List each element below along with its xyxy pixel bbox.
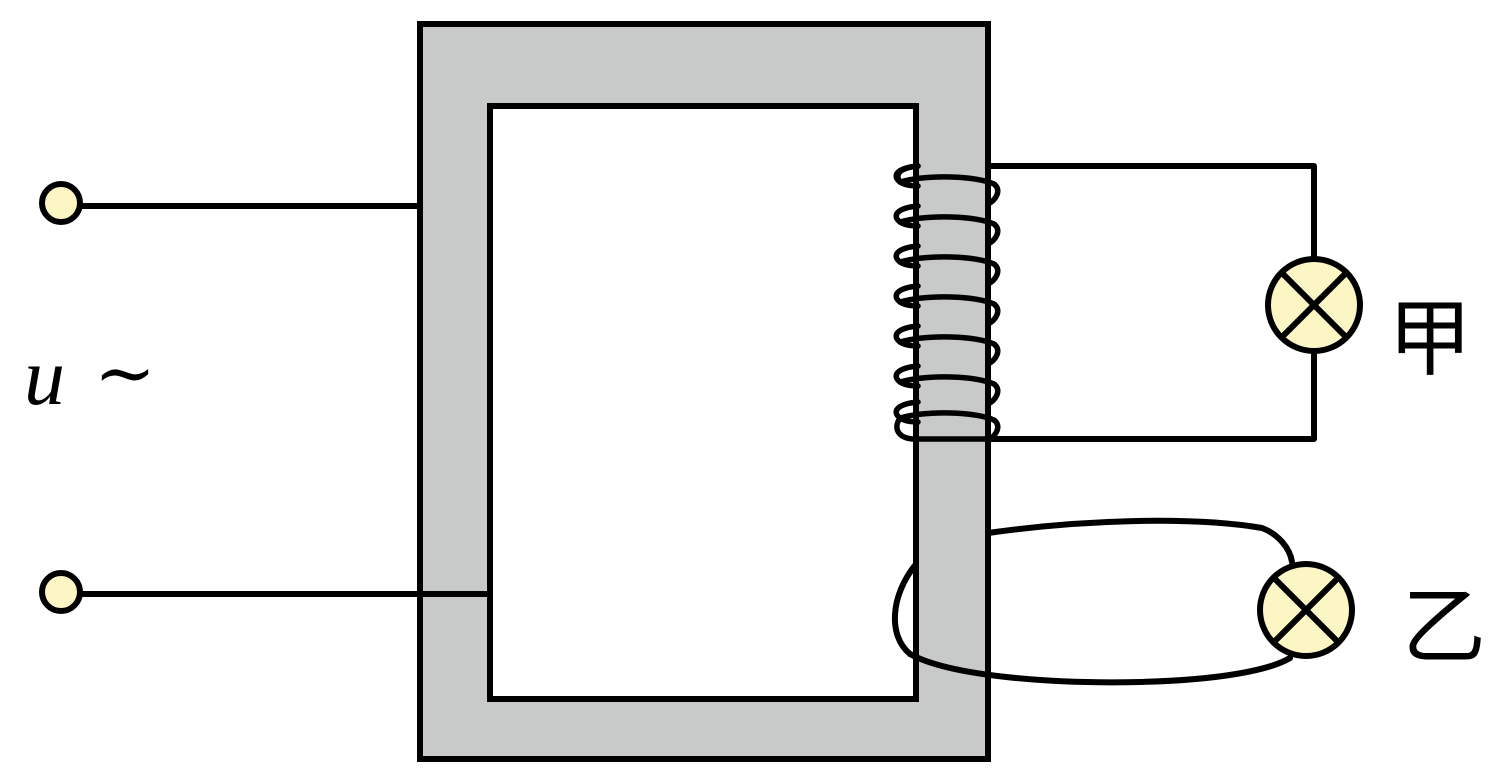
coil-turn bbox=[897, 174, 1001, 207]
coil-turn bbox=[897, 410, 1001, 443]
lamp-2[interactable] bbox=[1257, 561, 1355, 659]
lamp-2-loop-back bbox=[891, 561, 919, 657]
source-voltage-symbol: u bbox=[24, 331, 65, 422]
lamp-1-label: 甲 bbox=[1388, 290, 1472, 388]
coil-turn bbox=[897, 334, 1001, 367]
ac-symbol: ~ bbox=[94, 330, 156, 416]
coil-turn bbox=[897, 214, 1001, 247]
coil-turn bbox=[897, 294, 1001, 327]
lamp-2-filament bbox=[1271, 575, 1341, 645]
lamp-1-wire-top bbox=[985, 163, 1317, 261]
lamp-1-wire-bottom bbox=[985, 349, 1317, 442]
input-terminal-top[interactable] bbox=[39, 181, 83, 225]
lamp-2-label: 乙 bbox=[1402, 578, 1486, 676]
coil-lead-bottom bbox=[894, 415, 991, 442]
secondary-coil bbox=[894, 163, 1001, 443]
core-window bbox=[487, 103, 919, 702]
lamp-2-wire-bottom bbox=[907, 651, 1293, 686]
lamp-2-wire-top bbox=[985, 517, 1295, 565]
coil-turn bbox=[897, 254, 1001, 287]
input-terminal-bottom[interactable] bbox=[39, 570, 83, 614]
coil-turn bbox=[897, 374, 1001, 407]
coil-lead-top bbox=[895, 163, 921, 185]
lamp-1-filament bbox=[1279, 270, 1349, 340]
source-label: u ~ bbox=[24, 330, 156, 422]
lamp-1[interactable] bbox=[1265, 256, 1363, 354]
